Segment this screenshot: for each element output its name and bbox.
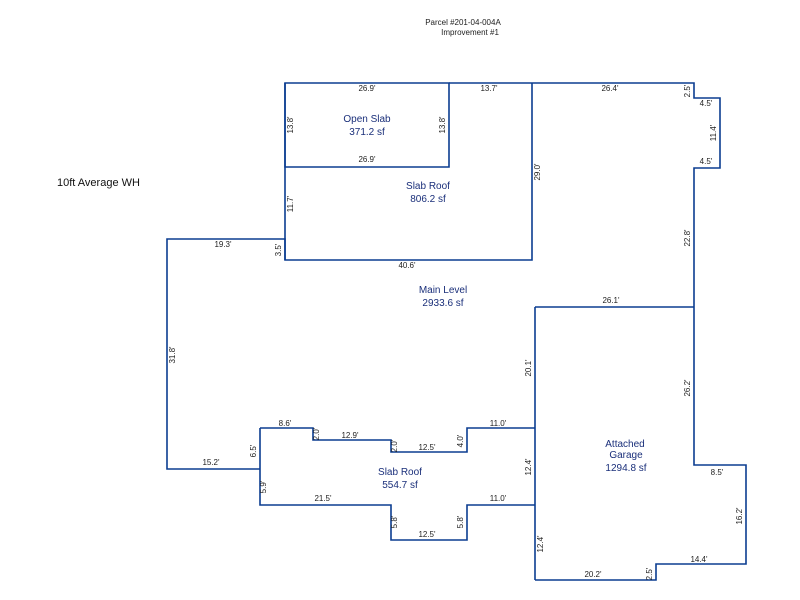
main-level-left-outline bbox=[166, 238, 286, 470]
slab-roof-upper-name: Slab Roof bbox=[406, 181, 450, 192]
slab-roof-lower-outline bbox=[259, 427, 535, 541]
dim-label: 21.5' bbox=[314, 494, 332, 503]
dim-label: 4.5' bbox=[700, 157, 713, 166]
dim-label: 8.5' bbox=[711, 468, 724, 477]
dim-label: 19.3' bbox=[214, 240, 232, 249]
dim-label: 26.9' bbox=[358, 155, 376, 164]
dim-label: 12.4' bbox=[536, 535, 545, 553]
dim-label: 5.8' bbox=[390, 515, 399, 528]
dim-label: 12.4' bbox=[524, 458, 533, 476]
main-level-outline bbox=[449, 82, 747, 581]
dim-label: 29.0' bbox=[533, 163, 542, 181]
dim-label: 20.1' bbox=[524, 359, 533, 377]
dim-label: 13.8' bbox=[286, 116, 295, 134]
garage-outline bbox=[534, 306, 694, 580]
dim-label: 6.5' bbox=[249, 444, 258, 457]
garage-name-2: Garage bbox=[609, 450, 643, 461]
open-slab-name: Open Slab bbox=[343, 114, 391, 125]
dim-label: 11.4' bbox=[709, 124, 718, 141]
dim-label: 26.1' bbox=[602, 296, 620, 305]
slab-roof-lower-size: 554.7 sf bbox=[382, 480, 418, 491]
dim-label: 11.7' bbox=[286, 195, 295, 212]
dim-label: 14.4' bbox=[690, 555, 708, 564]
garage-name-1: Attached bbox=[605, 439, 644, 450]
dim-label: 15.2' bbox=[202, 458, 220, 467]
parcel-label: Parcel #201-04-004A bbox=[425, 18, 501, 27]
slab-roof-lower-name: Slab Roof bbox=[378, 467, 422, 478]
dim-label: 22.8' bbox=[683, 229, 692, 247]
improvement-label: Improvement #1 bbox=[441, 28, 499, 37]
dim-label: 5.9' bbox=[259, 480, 268, 493]
dim-label: 2.5' bbox=[683, 84, 692, 97]
dim-label: 2.0' bbox=[390, 439, 399, 452]
dim-label: 26.2' bbox=[683, 379, 692, 397]
dim-label: 26.9' bbox=[358, 84, 376, 93]
dim-label: 40.6' bbox=[398, 261, 416, 270]
dim-label: 4.5' bbox=[700, 99, 713, 108]
dim-label: 11.0' bbox=[490, 494, 507, 503]
dim-label: 2.0' bbox=[312, 427, 321, 440]
dim-label: 20.2' bbox=[584, 570, 602, 579]
dim-label: 13.7' bbox=[480, 84, 498, 93]
dim-label: 12.9' bbox=[341, 431, 359, 440]
dim-label: 31.8' bbox=[168, 346, 177, 364]
dim-label: 13.8' bbox=[438, 116, 447, 134]
main-level-size: 2933.6 sf bbox=[422, 298, 463, 309]
dim-label: 12.5' bbox=[418, 443, 436, 452]
dim-label: 5.8' bbox=[456, 515, 465, 528]
dim-label: 26.4' bbox=[601, 84, 619, 93]
main-level-name: Main Level bbox=[419, 285, 467, 296]
wall-height-note: 10ft Average WH bbox=[57, 177, 140, 189]
dim-label: 4.0' bbox=[456, 434, 465, 447]
garage-size: 1294.8 sf bbox=[605, 463, 646, 474]
slab-roof-upper-size: 806.2 sf bbox=[410, 194, 446, 205]
dim-label: 16.2' bbox=[735, 507, 744, 525]
dim-label: 11.0' bbox=[490, 419, 507, 428]
dim-label: 2.5' bbox=[645, 567, 654, 580]
dim-label: 12.5' bbox=[418, 530, 436, 539]
slab-roof-upper-outline bbox=[284, 83, 533, 261]
open-slab-size: 371.2 sf bbox=[349, 127, 385, 138]
dim-label: 3.5' bbox=[274, 243, 283, 256]
dim-label: 8.6' bbox=[279, 419, 292, 428]
